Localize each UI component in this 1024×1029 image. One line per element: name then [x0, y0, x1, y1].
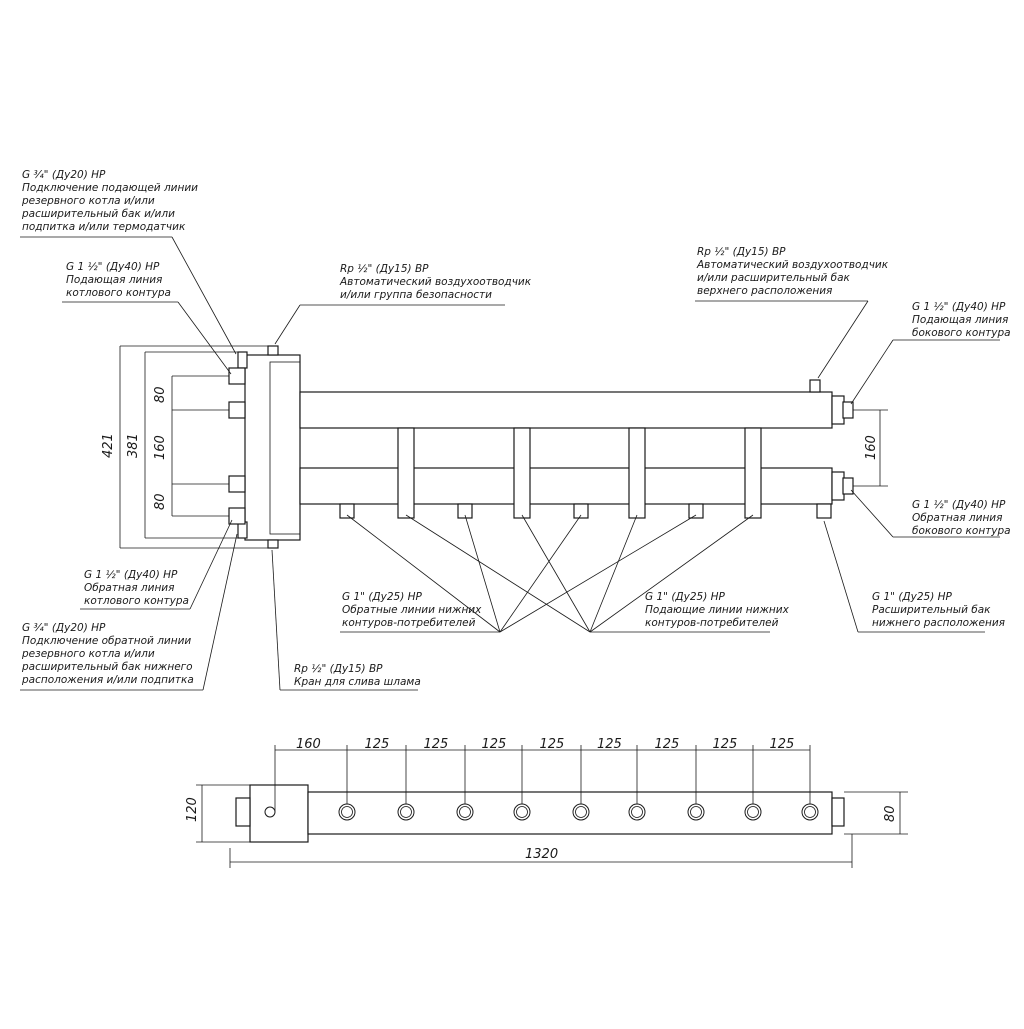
label-side-return: G 1 ½" (Ду40) НР Обратная линия бокового… — [912, 499, 1011, 537]
supply-manifold-pipe — [299, 391, 833, 429]
boiler-return-nipple — [228, 475, 246, 493]
return-manifold-pipe — [299, 467, 833, 505]
dim-gap-mid: 160 — [153, 435, 168, 460]
dim-plan-step-5: 125 — [597, 737, 622, 752]
dim-plan-step-2: 125 — [424, 737, 449, 752]
plan-outlet-hole-inner-5 — [575, 806, 587, 818]
supply-risers — [397, 427, 762, 519]
boiler-supply-nipple — [228, 367, 246, 385]
supply-riser-1 — [397, 427, 415, 519]
plan-manifold — [307, 791, 833, 835]
bottom-outlets — [339, 503, 832, 519]
plan-view: 160 125 125 125 125 125 125 125 125 1320 120 80 — [185, 737, 908, 868]
label-air-vent-safety: Rp ½" (Ду15) ВР Автоматический воздухоот… — [339, 263, 534, 301]
plan-outlet-hole-inner-8 — [747, 806, 759, 818]
left-dimensions: 421 381 80 160 80 — [101, 345, 268, 549]
label-boiler-supply-reserve: G ¾" (Ду20) НР Подключение подающей лини… — [21, 169, 201, 233]
plan-outlet-hole-inner-6 — [631, 806, 643, 818]
dim-plan-step-6: 125 — [655, 737, 680, 752]
drain-nipple — [267, 539, 279, 549]
return-outlet-1 — [339, 503, 355, 519]
supply-riser-2 — [513, 427, 531, 519]
plan-dimension-chain: 160 125 125 125 125 125 125 125 125 — [274, 737, 811, 812]
separator-top-port — [237, 351, 248, 369]
label-boiler-return-reserve: G ¾" (Ду20) НР Подключение обратной лини… — [21, 622, 196, 686]
dim-right-gap: 160 — [864, 435, 879, 460]
dim-plan-height-left: 120 — [185, 797, 200, 822]
label-boiler-supply: G 1 ½" (Ду40) НР Подающая линия котловог… — [66, 261, 171, 299]
plan-outlet-hole-inner-2 — [400, 806, 412, 818]
dim-gap-top: 80 — [153, 386, 168, 403]
dim-plan-step-3: 125 — [482, 737, 507, 752]
plan-outlet-hole-inner-4 — [516, 806, 528, 818]
front-view: 421 381 80 160 80 160 — [101, 345, 888, 549]
leader-lines — [20, 236, 1000, 691]
label-expansion-bottom: G 1" (Ду25) НР Расширительный бак нижнег… — [872, 591, 1005, 629]
plan-separator — [249, 784, 309, 843]
dim-gap-bottom: 80 — [153, 493, 168, 510]
plan-outlet-hole-inner-9 — [804, 806, 816, 818]
label-air-vent-top: Rp ½" (Ду15) ВР Автоматический воздухоот… — [696, 246, 891, 297]
dim-plan-height-right: 80 — [883, 805, 898, 822]
manifold-supply-end — [831, 395, 845, 425]
hydraulic-separator — [244, 354, 301, 541]
dim-plan-length: 1320 — [525, 847, 558, 862]
label-side-supply: G 1 ½" (Ду40) НР Подающая линия бокового… — [912, 301, 1012, 339]
side-supply-nipple — [842, 401, 854, 419]
boiler-supply-nipple-2 — [228, 401, 246, 419]
right-dimension: 160 — [853, 409, 888, 487]
return-outlet-3 — [573, 503, 589, 519]
label-drain-valve: Rp ½" (Ду15) ВР Кран для слива шлама — [294, 663, 421, 688]
dim-plan-first: 160 — [296, 737, 321, 752]
dim-plan-step-8: 125 — [770, 737, 795, 752]
supply-riser-4 — [744, 427, 762, 519]
plan-right-nipple — [831, 797, 845, 827]
expansion-outlet — [816, 503, 832, 519]
return-outlet-4 — [688, 503, 704, 519]
top-vent-nipple — [267, 345, 279, 356]
manifold-return-end — [831, 471, 845, 501]
dim-height-inner: 381 — [126, 433, 141, 458]
label-boiler-return: G 1 ½" (Ду40) НР Обратная линия котловог… — [84, 569, 189, 607]
plan-left-nipple — [235, 797, 251, 827]
plan-outlet-hole-inner-7 — [690, 806, 702, 818]
dim-plan-step-4: 125 — [540, 737, 565, 752]
label-consumer-supply: G 1" (Ду25) НР Подающие линии нижних кон… — [645, 591, 792, 629]
supply-riser-3 — [628, 427, 646, 519]
separator-inner-tube — [269, 361, 301, 535]
plan-outlet-hole-inner-1 — [341, 806, 353, 818]
dim-plan-step-7: 125 — [713, 737, 738, 752]
side-return-nipple — [842, 477, 854, 495]
dim-height-total: 421 — [101, 433, 116, 458]
plan-outlet-hole-inner-3 — [459, 806, 471, 818]
label-consumer-return: G 1" (Ду25) НР Обратные линии нижних кон… — [342, 591, 485, 629]
return-outlet-2 — [457, 503, 473, 519]
manifold-vent-nipple — [809, 379, 821, 393]
labels: G ¾" (Ду20) НР Подключение подающей лини… — [21, 169, 1012, 688]
dim-plan-step-1: 125 — [365, 737, 390, 752]
